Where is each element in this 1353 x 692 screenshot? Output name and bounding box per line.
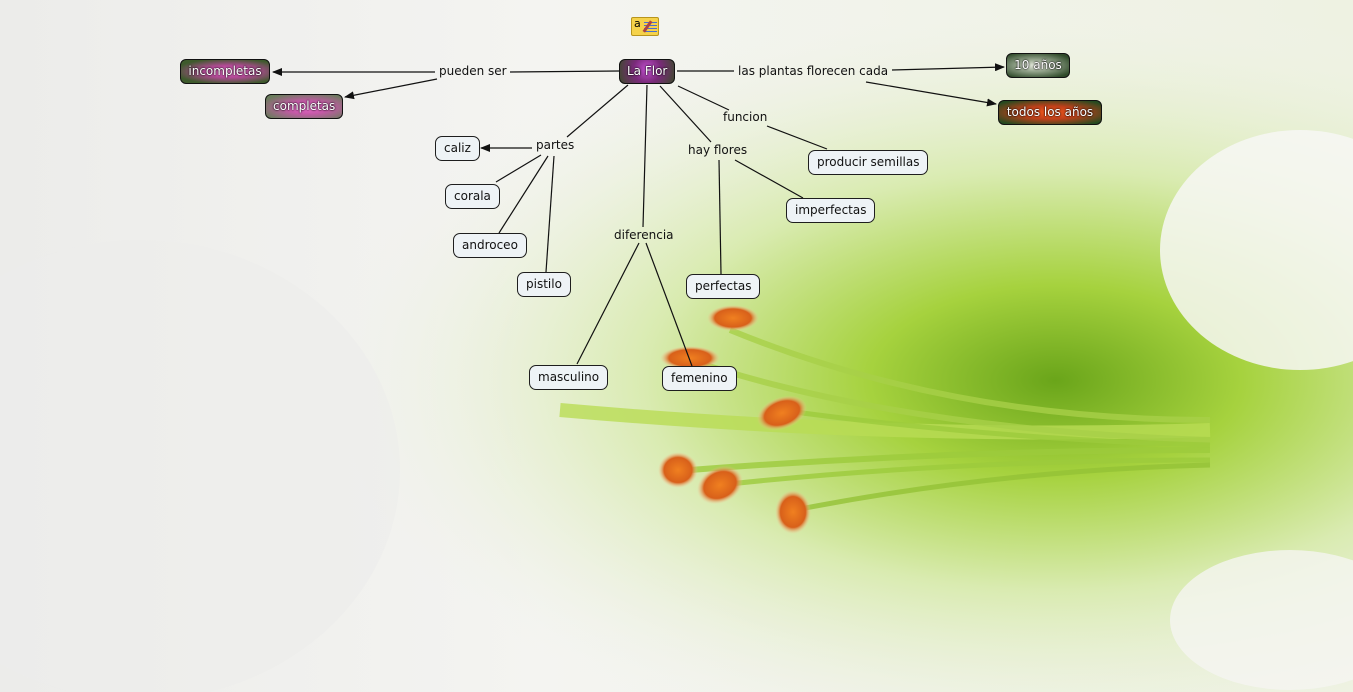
concept-pistilo[interactable]: pistilo bbox=[517, 272, 571, 297]
concept-imperfectas[interactable]: imperfectas bbox=[786, 198, 876, 223]
concept-incompletas[interactable]: incompletas bbox=[180, 59, 270, 84]
concept-masculino[interactable]: masculino bbox=[529, 365, 609, 390]
concept-caliz[interactable]: caliz bbox=[435, 136, 480, 161]
concept-producir-semillas[interactable]: producir semillas bbox=[808, 150, 929, 175]
concept-la-flor[interactable]: La Flor bbox=[619, 59, 676, 84]
link-hay-flores[interactable]: hay flores bbox=[688, 143, 748, 157]
concept-perfectas[interactable]: perfectas bbox=[686, 274, 761, 299]
concept-corala[interactable]: corala bbox=[445, 184, 500, 209]
concept-femenino[interactable]: femenino bbox=[662, 366, 737, 391]
link-funcion[interactable]: funcion bbox=[723, 110, 768, 124]
link-las-plantas-florecen-cada[interactable]: las plantas florecen cada bbox=[738, 64, 889, 78]
link-partes[interactable]: partes bbox=[536, 138, 575, 152]
concept-10-anos[interactable]: 10 años bbox=[1006, 53, 1070, 78]
link-diferencia[interactable]: diferencia bbox=[614, 228, 674, 242]
concept-androceo[interactable]: androceo bbox=[453, 233, 527, 258]
concept-todos-los-anos[interactable]: todos los años bbox=[998, 100, 1102, 125]
link-pueden-ser[interactable]: pueden ser bbox=[439, 64, 507, 78]
concept-completas[interactable]: completas bbox=[265, 94, 343, 119]
note-annotation-icon[interactable]: a bbox=[631, 17, 659, 36]
